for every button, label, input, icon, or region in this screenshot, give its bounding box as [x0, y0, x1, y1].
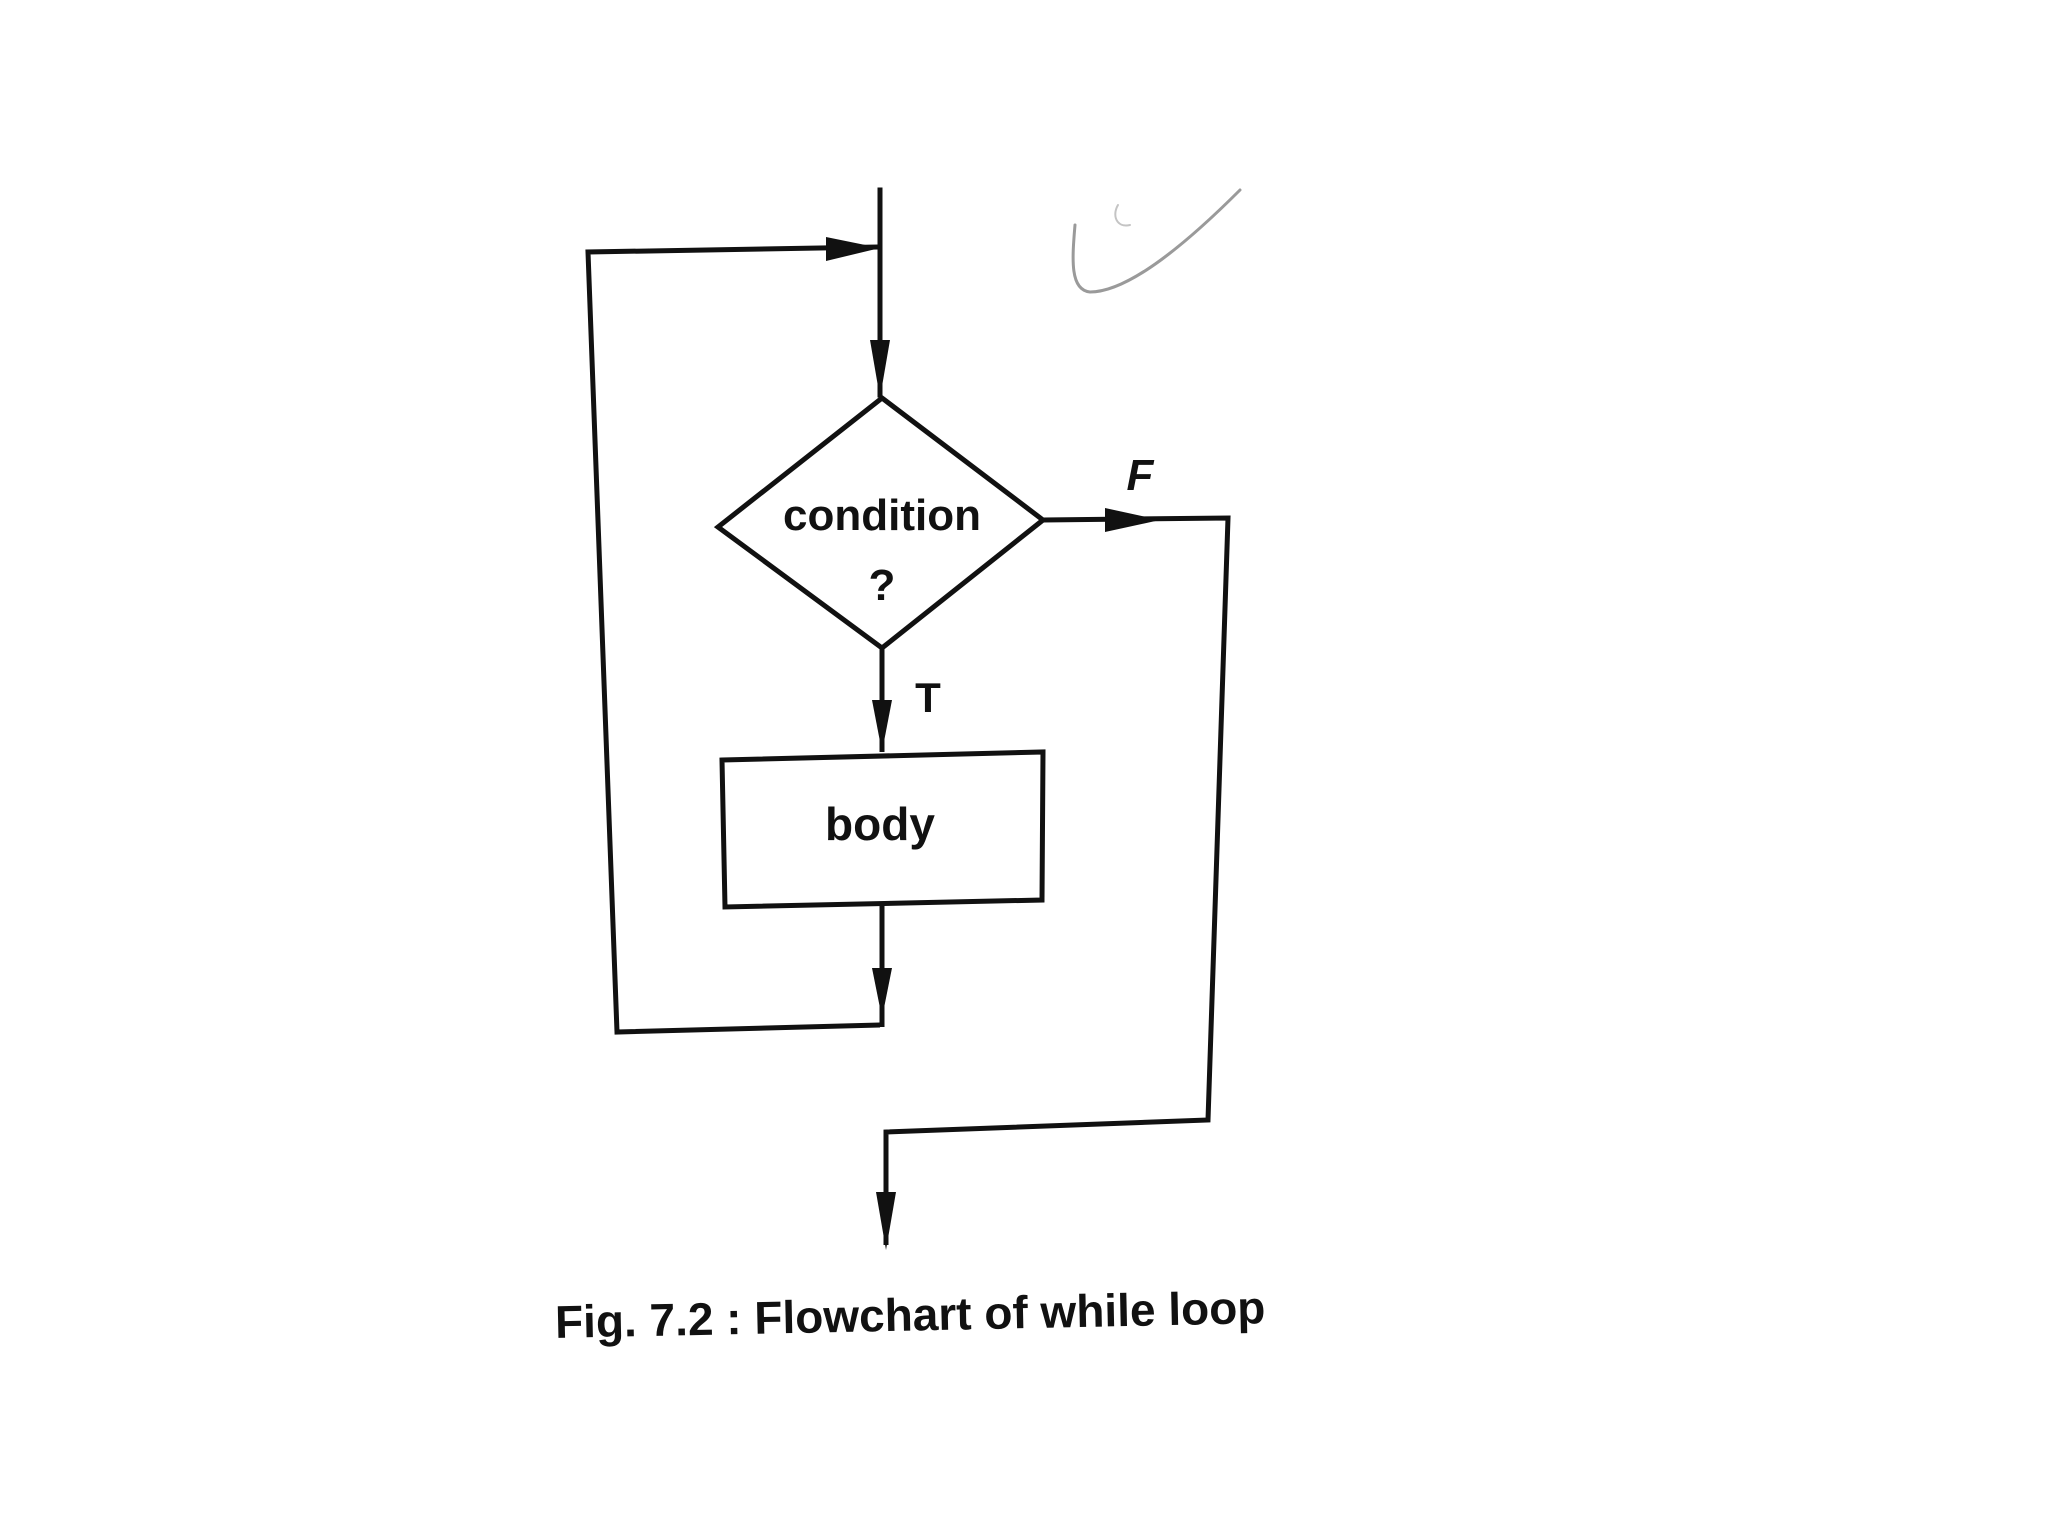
loop-back-connector	[585, 244, 881, 1035]
decision-label-line2: ?	[869, 561, 896, 610]
exit-arrowhead	[876, 1192, 896, 1250]
loop-back-arrowhead	[826, 237, 880, 261]
body-exit-arrowhead	[872, 968, 892, 1018]
true-label: T	[915, 674, 941, 721]
entry-arrowhead	[870, 340, 890, 398]
decision-label-line1: condition	[783, 491, 981, 540]
true-branch-arrowhead	[872, 700, 892, 752]
false-label: F	[1127, 451, 1155, 500]
false-branch-arrowhead	[1105, 508, 1160, 532]
process-label: body	[825, 798, 935, 850]
pencil-tick-mark	[1071, 188, 1242, 294]
false-branch-connector	[883, 515, 1231, 1245]
process-box-body	[719, 749, 1046, 910]
pencil-scribble	[1114, 204, 1131, 227]
